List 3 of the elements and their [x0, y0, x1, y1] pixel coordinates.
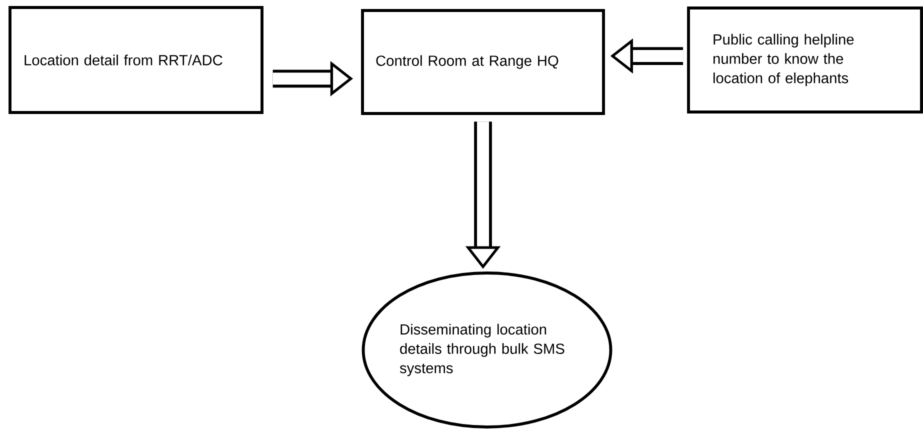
process-box: Public calling helpline number to know the location of elephants [687, 6, 923, 114]
process-box: Location detail from RRT/ADC [8, 6, 264, 114]
process-box: Control Room at Range HQ [361, 9, 605, 115]
